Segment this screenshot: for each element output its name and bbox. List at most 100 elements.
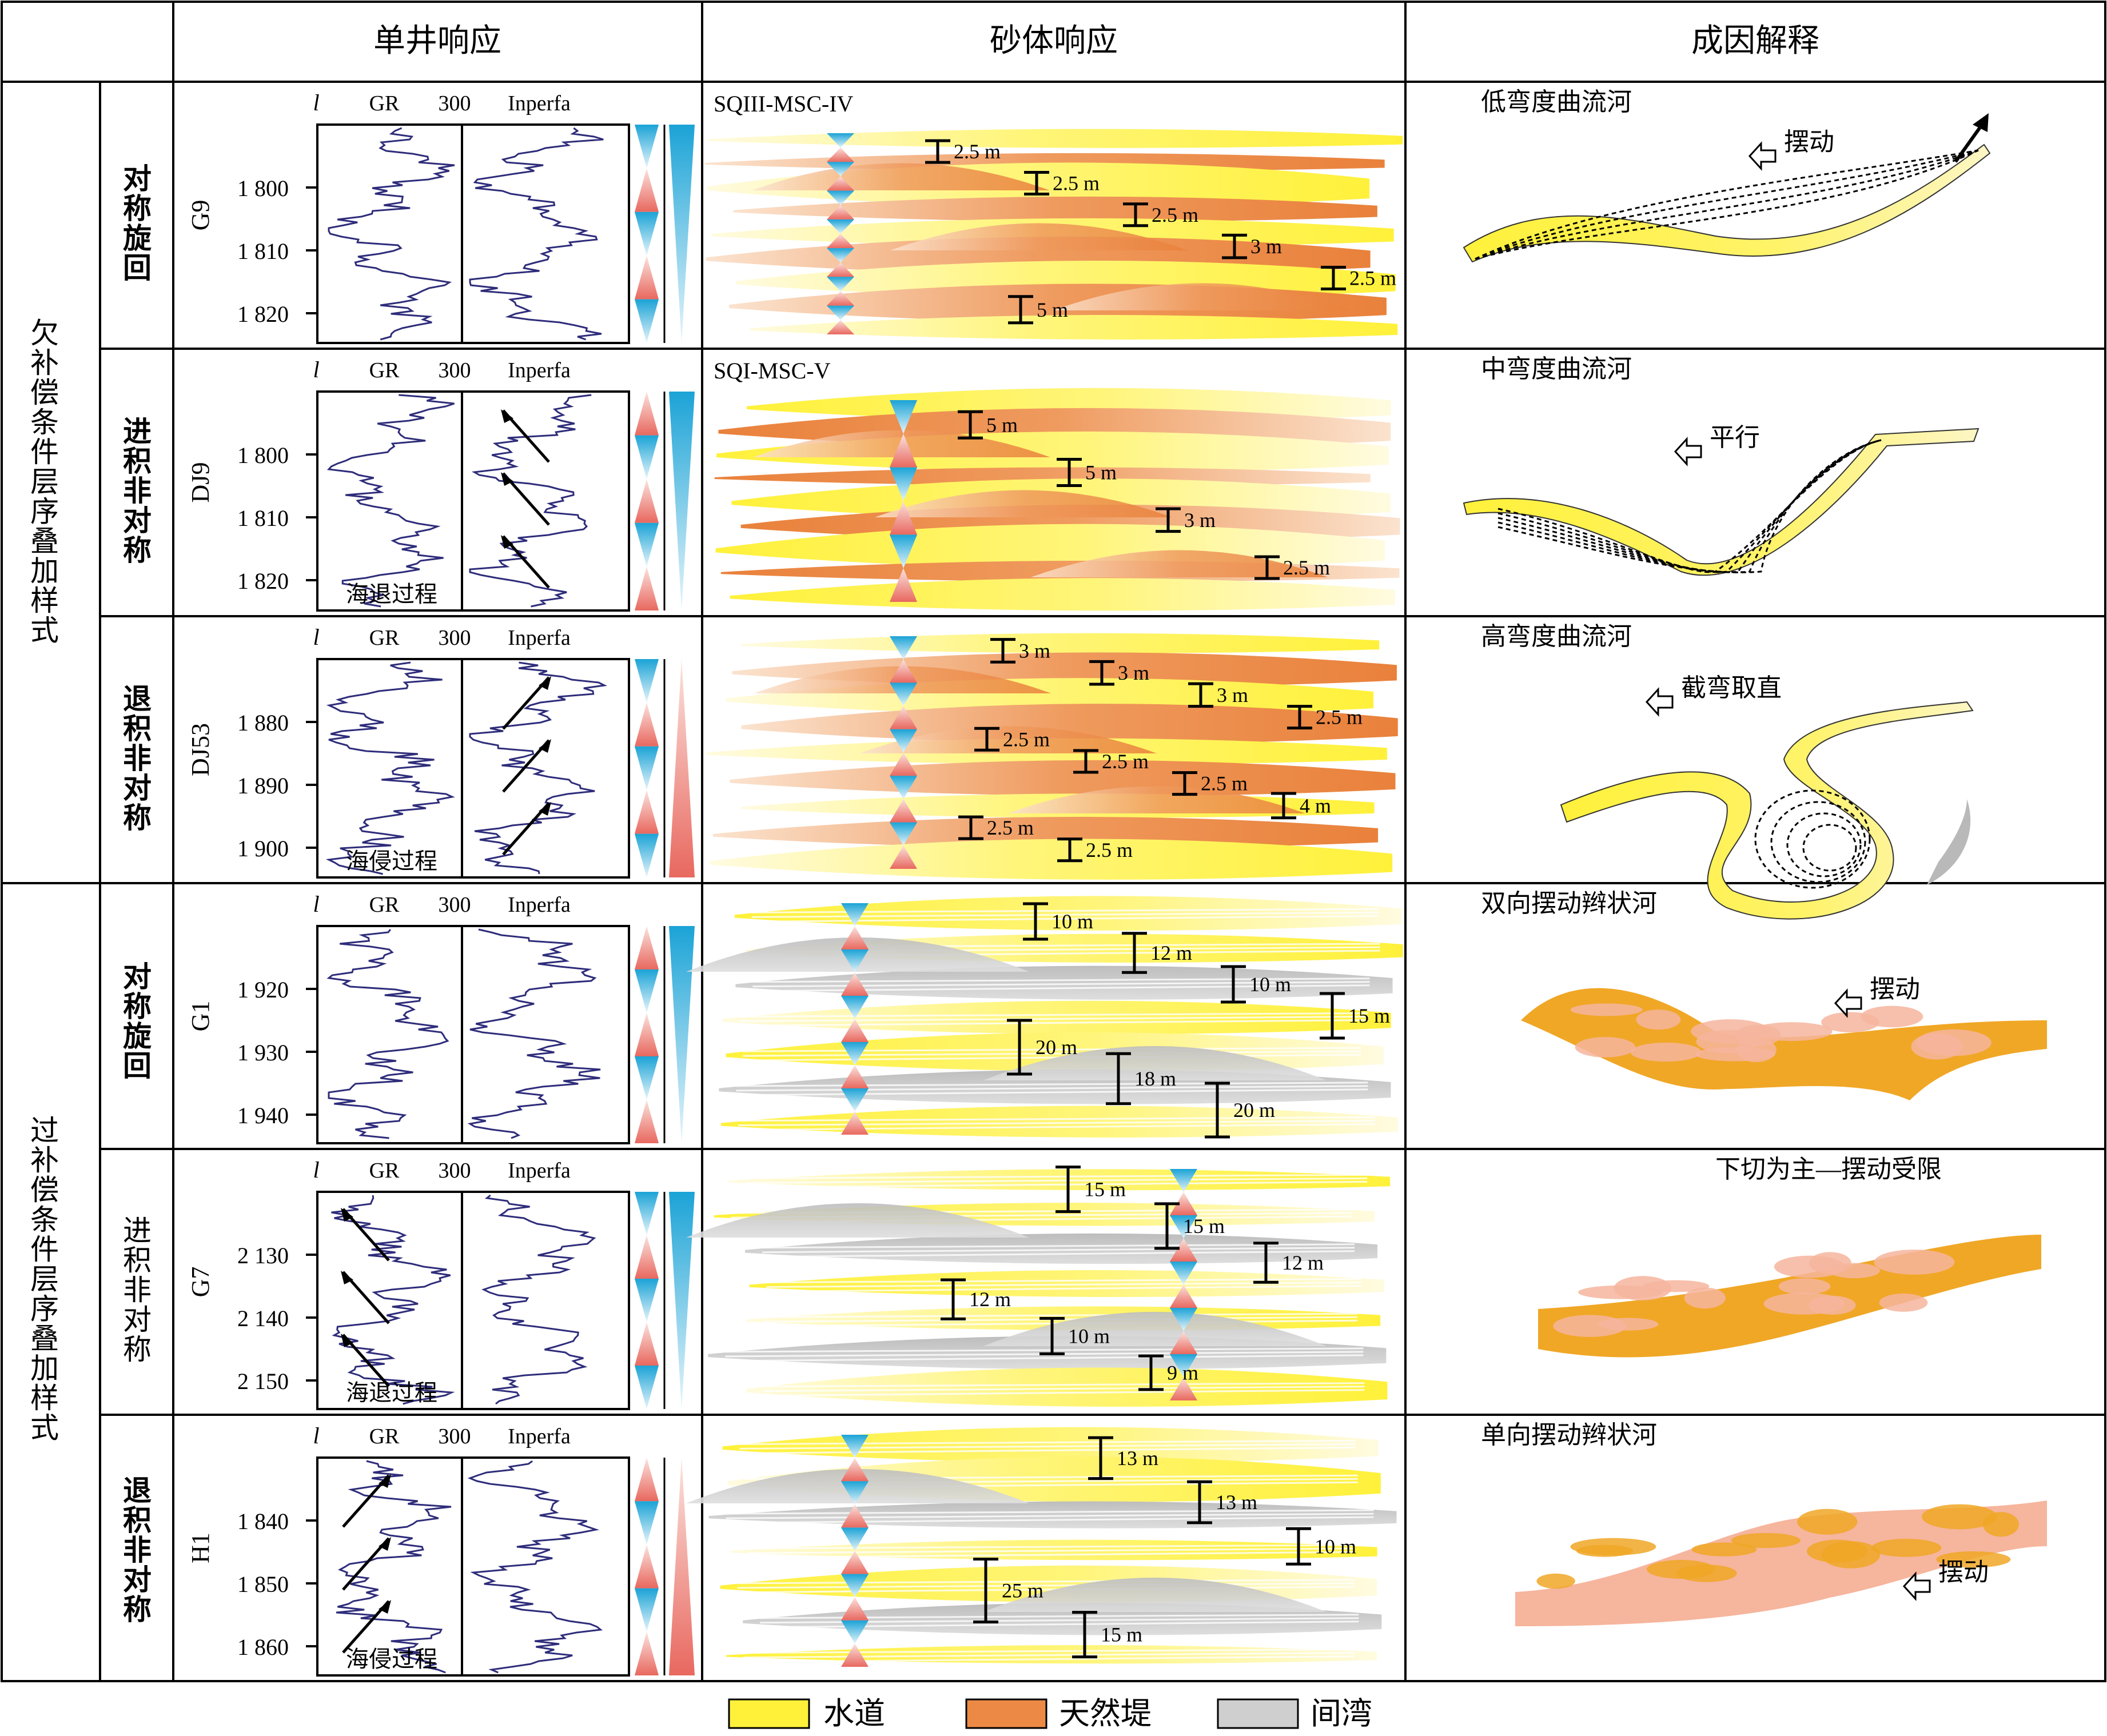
small-cycle-rising-triangle (635, 566, 659, 610)
river-type-label: 单向摆动辫状河 (1481, 1421, 1657, 1449)
hollow-arrow (1748, 141, 1777, 171)
lamina-line (743, 1050, 1361, 1057)
thickness-label: 5 m (1037, 298, 1068, 321)
cycle-falling-triangle (890, 776, 917, 799)
cycle-falling-triangle (827, 190, 854, 205)
legend-swatch-interdistributary (1217, 1698, 1299, 1729)
depth-label: 1 940 (237, 1103, 289, 1128)
small-cycle-rising-triangle (635, 1631, 659, 1675)
small-cycle-rising-triangle (635, 703, 659, 747)
depth-label: 1 920 (237, 977, 289, 1003)
svg-text:退: 退 (123, 1475, 152, 1507)
svg-text:对: 对 (123, 1564, 152, 1596)
svg-text:非: 非 (123, 743, 152, 775)
cycle-rising-triangle (1170, 1331, 1197, 1354)
well-name: G1 (186, 1001, 214, 1032)
thickness-label: 10 m (1249, 973, 1291, 996)
channel-bar (1630, 1042, 1702, 1062)
inpefa-curve (469, 394, 592, 608)
thickness-label: 3 m (1250, 235, 1282, 258)
gr-curve (326, 394, 455, 608)
lamina-line (739, 1016, 1368, 1022)
svg-text:条: 条 (30, 406, 59, 438)
legend-label-levee: 天然堤 (1059, 1697, 1152, 1731)
cycle-rising-triangle (827, 262, 854, 277)
svg-text:非: 非 (123, 1534, 152, 1566)
small-cycle-falling-triangle (635, 1588, 659, 1632)
small-cycle-falling-triangle (635, 125, 659, 169)
long-term-cycle-triangle (669, 926, 695, 1143)
channel-body (728, 1169, 1391, 1191)
depth-label: 1 820 (237, 568, 289, 594)
thickness-label: 10 m (1068, 1324, 1110, 1347)
svg-text:旋: 旋 (123, 1020, 152, 1052)
thickness-label: 15 m (1183, 1215, 1225, 1238)
depth-label: 1 890 (237, 773, 289, 799)
cycle-rising-triangle (1170, 1284, 1197, 1308)
gr-track-label: GR (369, 626, 400, 650)
channel-bar (1691, 1542, 1757, 1557)
log-frame (316, 925, 630, 1144)
thickness-label: 3 m (1217, 684, 1248, 707)
gr-track-label: GR (369, 1159, 400, 1183)
log-frame (316, 1191, 630, 1410)
oxbow-bay (1927, 799, 1971, 885)
svg-text:样: 样 (30, 1382, 59, 1414)
svg-text:回: 回 (123, 1050, 152, 1082)
svg-text:过: 过 (30, 1115, 59, 1147)
long-term-cycle-triangle (669, 1458, 695, 1675)
channel-body (730, 1539, 1377, 1561)
svg-text:称: 称 (123, 193, 152, 225)
cycle-rising-triangle (827, 205, 854, 220)
thickness-label: 3 m (1118, 661, 1149, 684)
channel-bar (1936, 1551, 2011, 1568)
lamina-line (762, 1247, 1355, 1254)
cycle-falling-triangle (1170, 1169, 1197, 1192)
gr-track-label: GR (369, 358, 400, 382)
thickness-label: 13 m (1117, 1447, 1158, 1470)
inpefa-curve (467, 928, 601, 1139)
river-type-label: 下切为主—摆动受限 (1715, 1155, 1942, 1183)
depth-label: 2 130 (237, 1243, 289, 1268)
levee-mound (859, 726, 1157, 753)
cycle-falling-triangle (827, 133, 854, 148)
long-term-cycle-triangle (669, 659, 695, 877)
depth-label: 1 810 (237, 238, 289, 264)
process-tag: 截弯取直 (1681, 674, 1782, 702)
thickness-label: 15 m (1084, 1178, 1126, 1201)
svg-text:件: 件 (30, 436, 59, 468)
small-cycle-falling-triangle (635, 299, 659, 343)
cycle-falling-triangle (841, 949, 869, 973)
svg-text:序: 序 (30, 496, 59, 528)
thickness-label: 15 m (1101, 1623, 1142, 1646)
depth-label: 1 860 (237, 1634, 289, 1660)
cycle-rising-triangle (827, 320, 854, 334)
meander-channel (1463, 143, 1991, 263)
migration-trace (1497, 439, 1882, 573)
lamina-line (763, 1382, 1365, 1388)
sand-section-title: SQI-MSC-V (714, 358, 831, 384)
cycle-rising-triangle (841, 926, 869, 949)
small-cycle-rising-triangle (635, 168, 659, 212)
levee-mound (1053, 283, 1351, 310)
lamina-line (736, 1088, 1368, 1096)
cutoff-trace (1802, 824, 1857, 872)
thickness-label: 3 m (1019, 639, 1050, 662)
svg-text:条: 条 (30, 1204, 59, 1236)
sand-body-row-3: 3 m3 m3 m2.5 m2.5 m2.5 m2.5 m4 m2.5 m2.5… (706, 633, 1398, 880)
meander-channel (1560, 701, 1974, 920)
gr-max-label: 300 (439, 626, 471, 650)
migration-trace (1497, 439, 1882, 573)
svg-text:式: 式 (30, 1412, 59, 1444)
lamina-line (763, 1389, 1365, 1397)
levee-mound (890, 223, 1188, 250)
thickness-label: 5 m (1085, 461, 1117, 484)
trend-arrow-head (539, 676, 551, 690)
svg-text:偿: 偿 (30, 1174, 59, 1206)
thickness-label: 10 m (1051, 910, 1093, 933)
channel-bar (1861, 1005, 1923, 1028)
lamina-line (746, 1180, 1368, 1188)
